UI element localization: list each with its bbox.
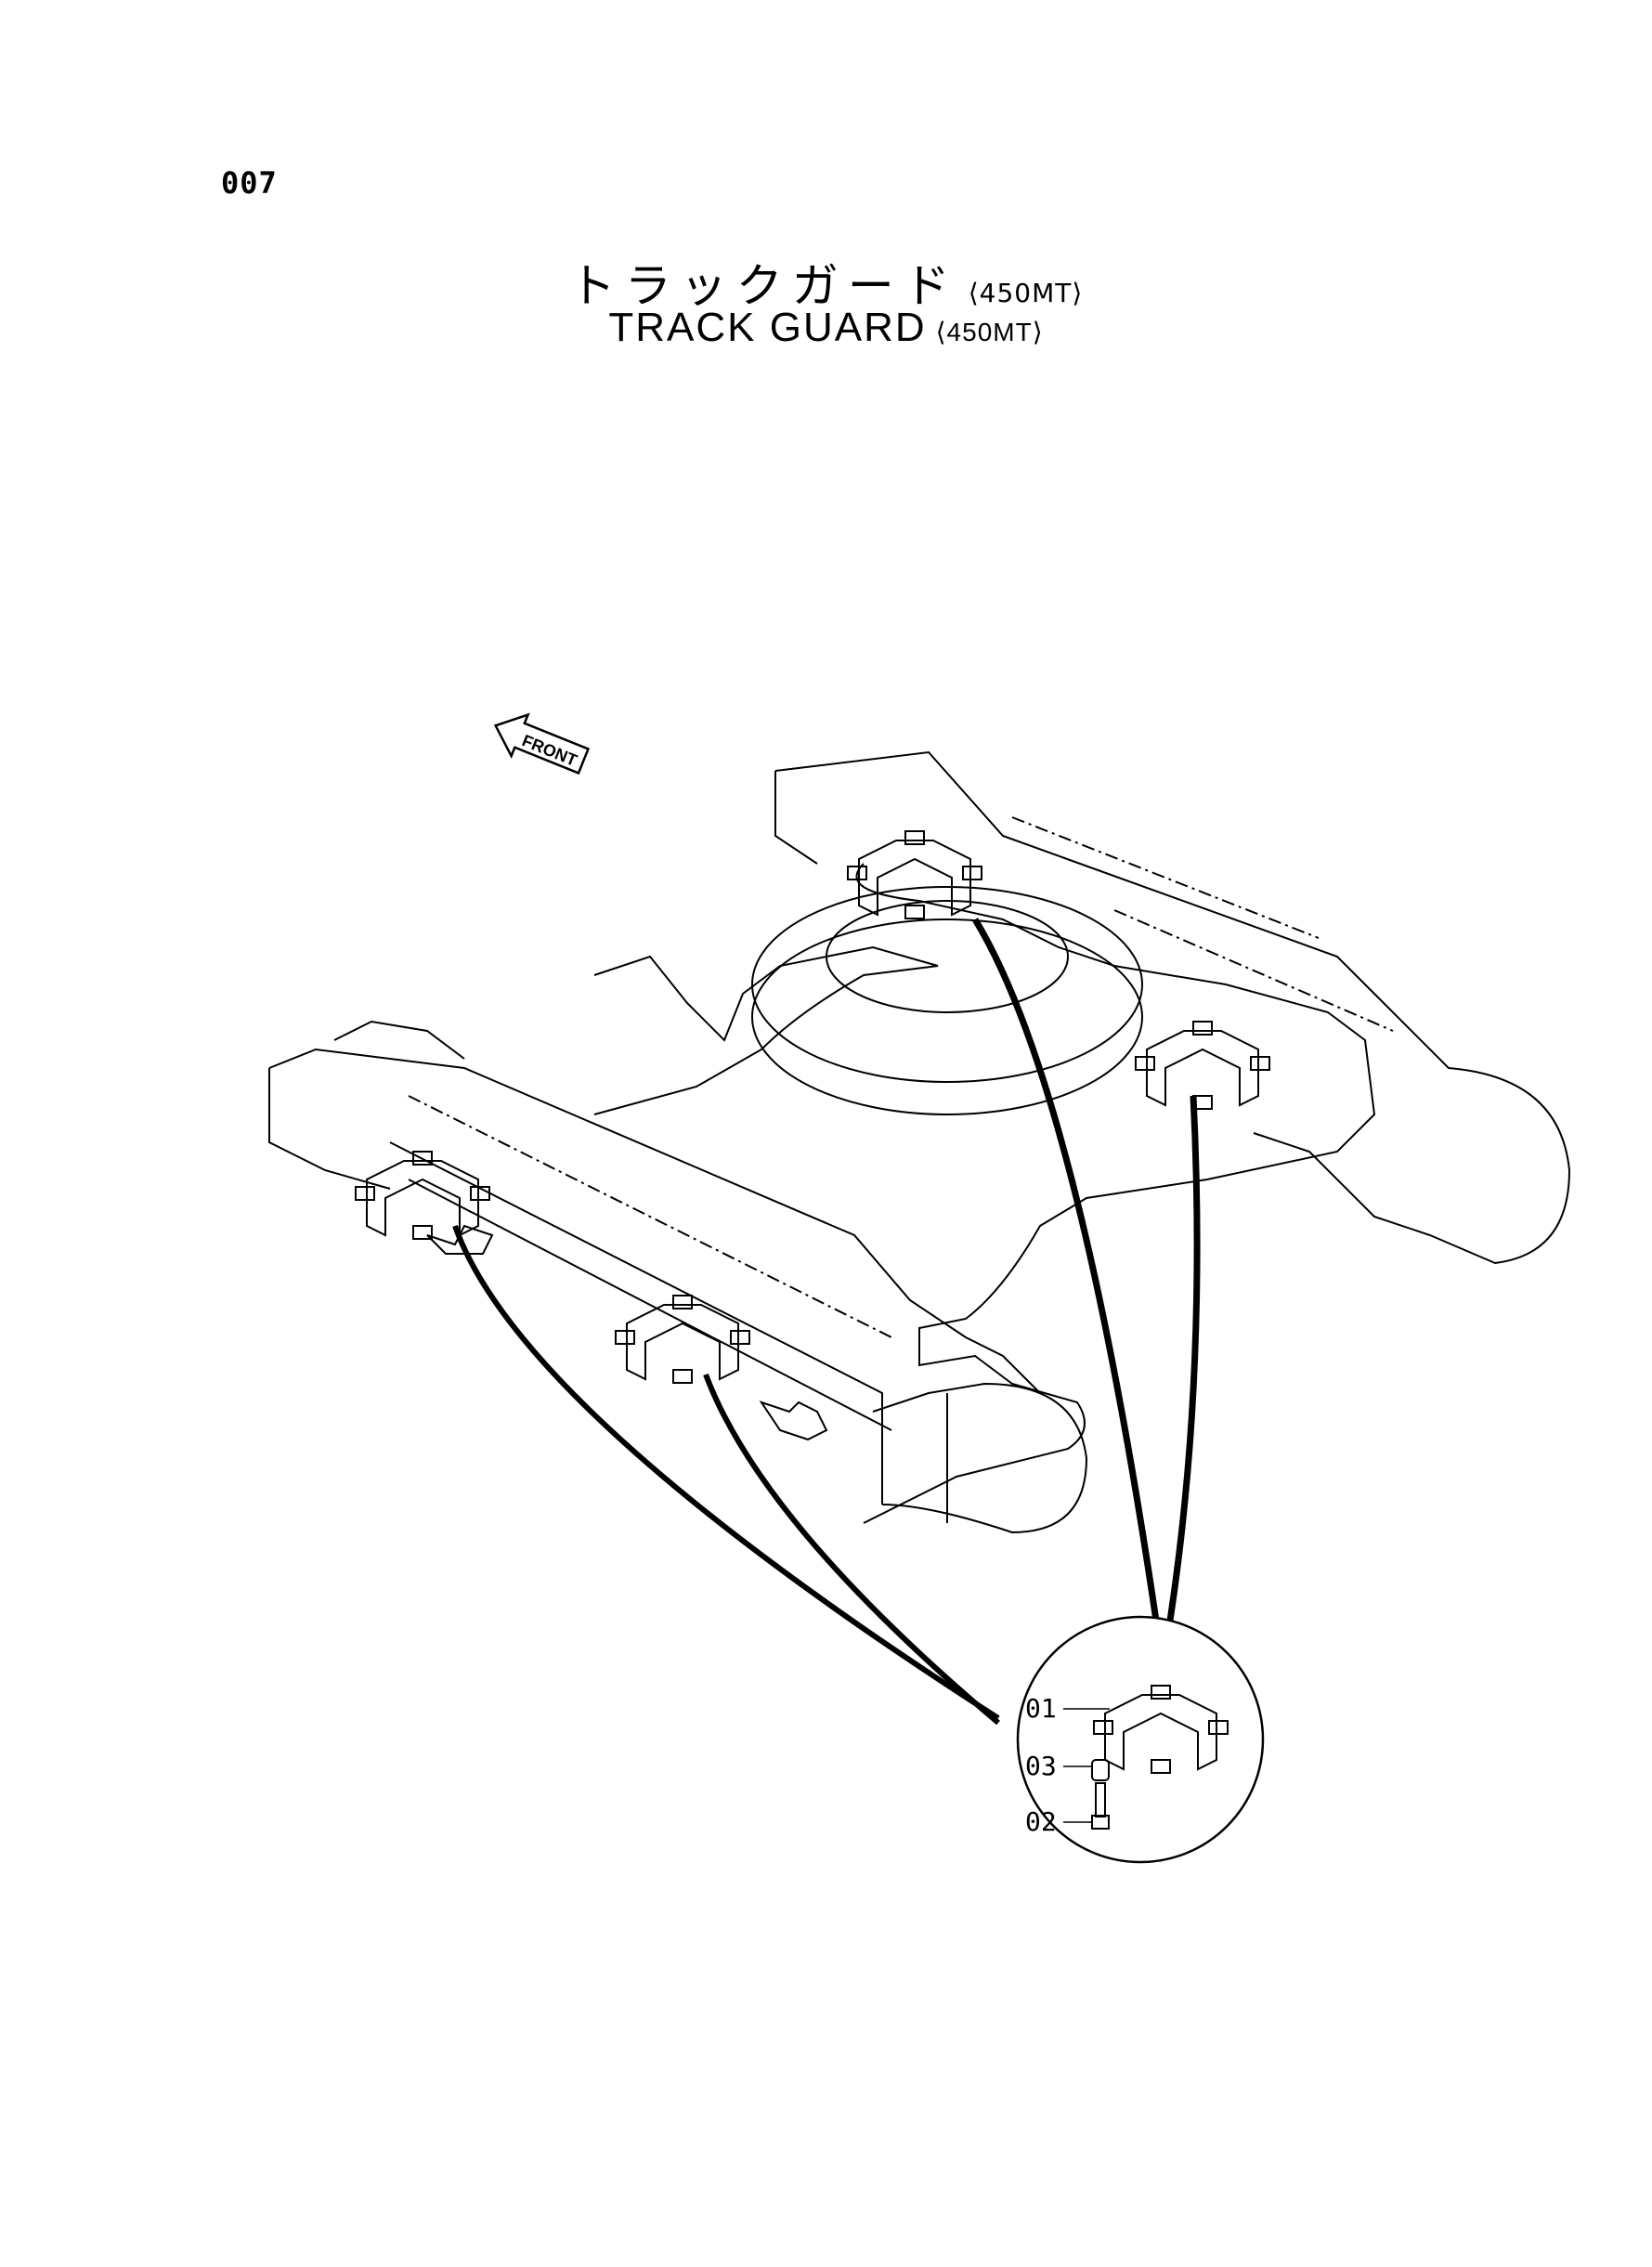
page-number: 007 [221,165,278,201]
front-arrow: FRONT [493,712,591,775]
detail-circle [1016,1615,1265,1864]
detail-collar [1091,1759,1110,1781]
front-arrow-label: FRONT [519,731,579,770]
title-english: TRACK GUARD ⟨450MT⟩ [0,305,1652,351]
guard-bracket-right [1135,1021,1270,1110]
callout-02: 02 [1025,1806,1057,1837]
title-japanese-variant: ⟨450MT⟩ [968,278,1084,308]
guard-bracket-middle [615,1295,750,1384]
guard-bracket-upper [847,830,982,919]
leader-lines [452,918,1201,1726]
title-english-variant: ⟨450MT⟩ [935,318,1044,346]
undercarriage-frame [268,750,1571,1534]
title-english-text: TRACK GUARD [608,305,927,350]
detail-bracket [1093,1685,1229,1774]
detail-view: 01 03 02 [1016,1615,1265,1864]
title-japanese: トラックガード ⟨450MT⟩ [0,249,1652,316]
callout-01: 01 [1025,1693,1057,1724]
guard-bracket-left [355,1151,490,1240]
title-japanese-text: トラックガード [568,259,959,313]
callout-leaders [1063,1708,1110,1823]
callout-03: 03 [1025,1751,1057,1781]
